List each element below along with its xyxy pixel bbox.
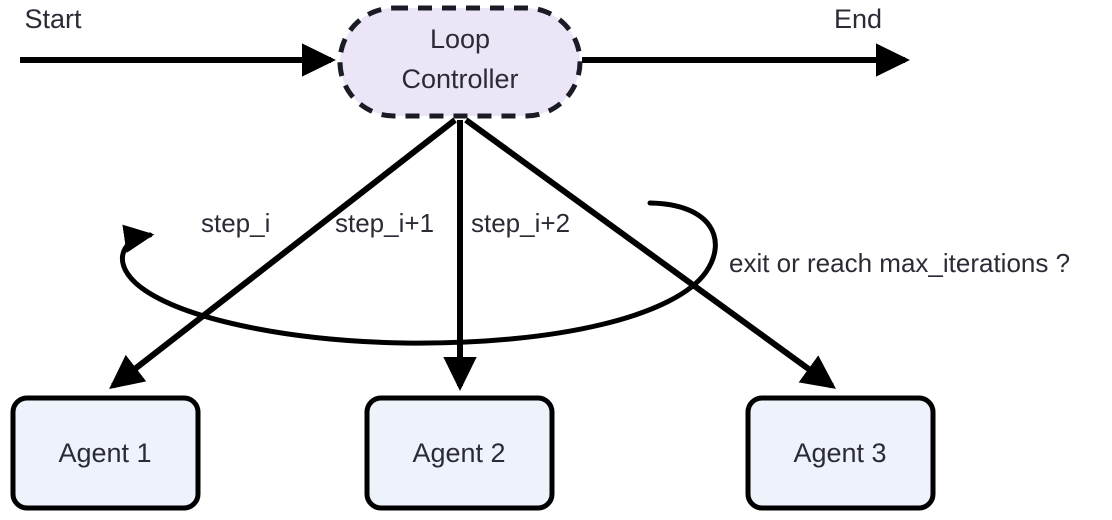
agent-3-arrow-line	[464, 117, 837, 389]
end-label: End	[834, 4, 882, 34]
agent-3-shape[interactable]	[745, 395, 936, 511]
agent-2-shape[interactable]	[364, 395, 555, 511]
agent-1-shape[interactable]	[10, 395, 201, 511]
edge-controller-to-agent-3	[464, 117, 837, 389]
edge-controller-to-agent-1	[109, 117, 457, 390]
node-agent-2[interactable]: Agent 2	[364, 395, 555, 511]
edge-label-step-i-plus-2: step_i+2	[471, 208, 570, 238]
node-agent-3[interactable]: Agent 3	[745, 395, 936, 511]
edge-feedback-loop	[119, 200, 718, 346]
start-label: Start	[24, 4, 82, 34]
feedback-curve-path	[119, 200, 718, 346]
loop-controller-label-line2: Controller	[401, 64, 518, 94]
node-loop-controller[interactable]: Loop Controller	[337, 5, 583, 119]
edge-label-step-i: step_i	[201, 208, 270, 238]
agent-2-label: Agent 2	[412, 438, 505, 468]
edge-label-feedback-condition: exit or reach max_iterations ?	[729, 248, 1070, 278]
loop-controller-label-line1: Loop	[430, 24, 490, 54]
node-agent-1[interactable]: Agent 1	[10, 395, 201, 511]
agent-1-label: Agent 1	[58, 438, 151, 468]
loop-controller-shape[interactable]	[337, 5, 583, 119]
agent-3-label: Agent 3	[793, 438, 886, 468]
edge-label-step-i-plus-1: step_i+1	[335, 208, 434, 238]
agent-1-arrow-line	[109, 117, 457, 390]
